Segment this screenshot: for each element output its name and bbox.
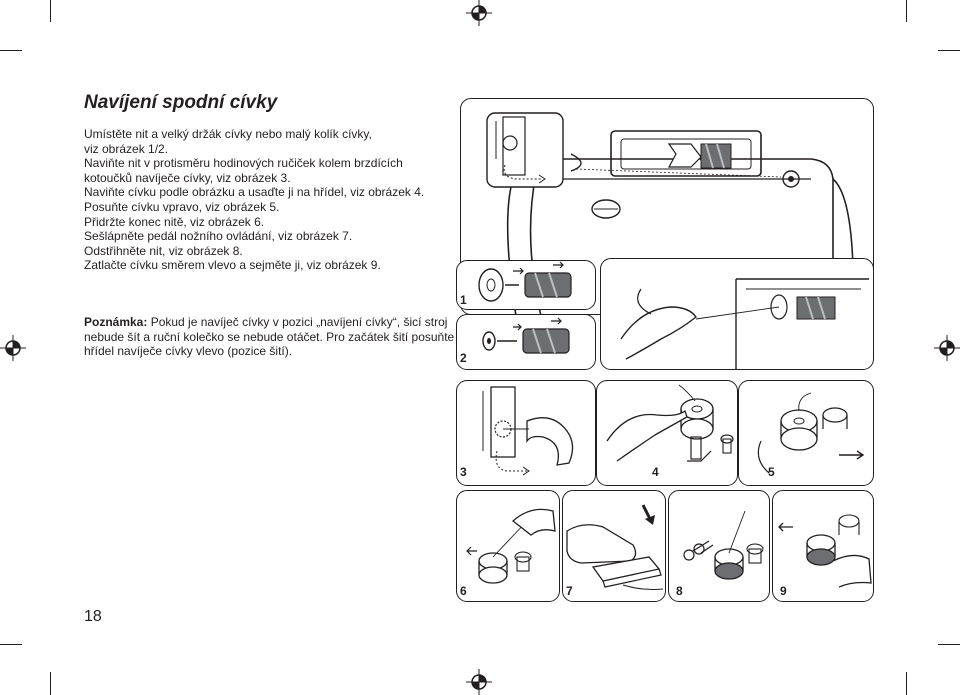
crop-mark — [906, 0, 907, 22]
registration-mark-icon — [0, 335, 26, 361]
instruction-line: Naviňte cívku podle obrázku a usaďte ji … — [84, 185, 425, 200]
figure-number: 7 — [566, 584, 573, 598]
figure-number: 1 — [460, 293, 467, 307]
crop-mark — [906, 672, 907, 695]
figure-9 — [772, 490, 874, 602]
remove-bobbin-illustration — [778, 514, 872, 588]
instruction-line: kotoučků navíječe cívky, viz obrázek 3. — [84, 170, 291, 185]
figure-4 — [596, 380, 738, 486]
page-number: 18 — [84, 608, 102, 625]
figure-number: 3 — [460, 465, 467, 479]
page-title: Navíjení spodní cívky — [84, 92, 278, 113]
note-paragraph: Poznámka: Pokud je navíječ cívky v pozic… — [84, 315, 459, 359]
figure-7 — [562, 490, 666, 602]
instruction-line: Odstřihněte nit, viz obrázek 8. — [84, 243, 243, 258]
figure-6 — [456, 490, 560, 602]
hand-thread-illustration — [620, 278, 869, 369]
instruction-line: Přidržte konec nitě, viz obrázek 6. — [84, 214, 265, 229]
crop-mark — [938, 50, 960, 51]
figure-number: 8 — [676, 584, 683, 598]
registration-mark-icon — [934, 335, 960, 361]
figure-2-top — [456, 260, 596, 310]
figure-number: 2 — [460, 351, 467, 365]
figure-5 — [738, 380, 874, 486]
foot-pedal-illustration — [566, 504, 664, 591]
spool-holder-illustration — [478, 261, 572, 302]
figure-number: 4 — [652, 465, 659, 479]
instruction-line: Sešlápněte pedál nožního ovládání, viz o… — [84, 229, 353, 244]
hold-thread-end-illustration — [466, 508, 556, 584]
cut-thread-illustration — [683, 510, 764, 580]
note-text: Pokud je navíječ cívky v pozici „navíjen… — [84, 315, 455, 359]
crop-mark — [50, 672, 51, 695]
figure-number: 5 — [768, 465, 775, 479]
instructions-list: Umístěte nit a velký držák cívky nebo ma… — [84, 127, 464, 273]
crop-mark — [0, 644, 22, 645]
crop-mark — [50, 0, 51, 22]
registration-mark-icon — [466, 669, 492, 695]
figure-3 — [456, 380, 596, 486]
figure-8 — [668, 490, 770, 602]
figure-number: 6 — [460, 584, 467, 598]
instruction-line: viz obrázek 1/2. — [84, 141, 169, 156]
note-label: Poznámka: — [84, 315, 148, 329]
crop-mark — [938, 644, 960, 645]
instruction-line: Zatlačte cívku směrem vlevo a sejměte ji… — [84, 258, 381, 273]
figure-number: 9 — [780, 584, 787, 598]
bobbin-threading-illustration — [606, 384, 734, 462]
crop-mark — [0, 50, 22, 51]
figure-2 — [456, 314, 596, 370]
instruction-line: Posuňte cívku vpravo, viz obrázek 5. — [84, 199, 280, 214]
bobbin-shift-right-illustration — [757, 392, 865, 474]
instruction-line: Umístěte nit a velký držák cívky nebo ma… — [84, 127, 372, 141]
instruction-line: Naviňte nit v protisměru hodinových ruči… — [84, 156, 403, 171]
spool-pin-illustration — [482, 317, 570, 354]
winder-tension-illustration — [482, 386, 574, 476]
figure-thread-hand — [600, 258, 874, 370]
registration-mark-icon — [466, 0, 492, 26]
